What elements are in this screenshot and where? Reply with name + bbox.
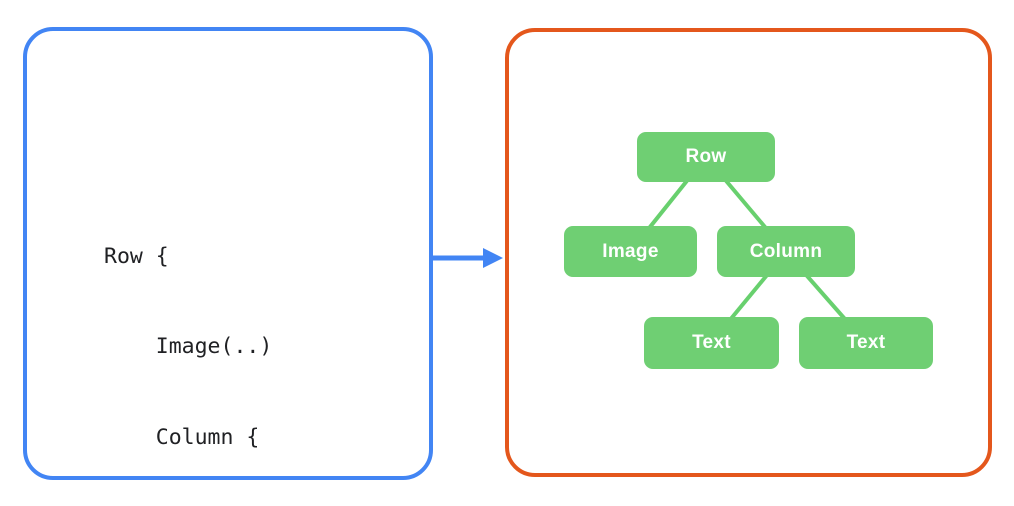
tree-node-image: Image xyxy=(564,226,697,277)
tree-node-row: Row xyxy=(637,132,775,182)
tree-node-label: Column xyxy=(749,240,823,262)
code-line: Column { xyxy=(104,425,260,451)
right-arrow-icon xyxy=(431,248,503,268)
tree-node-text-2: Text xyxy=(799,317,933,369)
code-panel: Row { Image(..) Column { Text(..) Text(.… xyxy=(23,27,433,480)
tree-node-column: Column xyxy=(717,226,855,277)
tree-node-label: Text xyxy=(846,332,886,353)
tree-panel: Row Image Column Text Text xyxy=(505,28,992,477)
tree-node-label: Text xyxy=(692,332,731,353)
code-block: Row { Image(..) Column { Text(..) Text(.… xyxy=(104,181,311,506)
tree-node-text-1: Text xyxy=(644,317,779,369)
tree-node-label: Image xyxy=(602,240,659,262)
code-line: Image(..) xyxy=(104,334,273,360)
code-line: Row { xyxy=(104,243,169,269)
tree-node-label: Row xyxy=(685,146,727,167)
